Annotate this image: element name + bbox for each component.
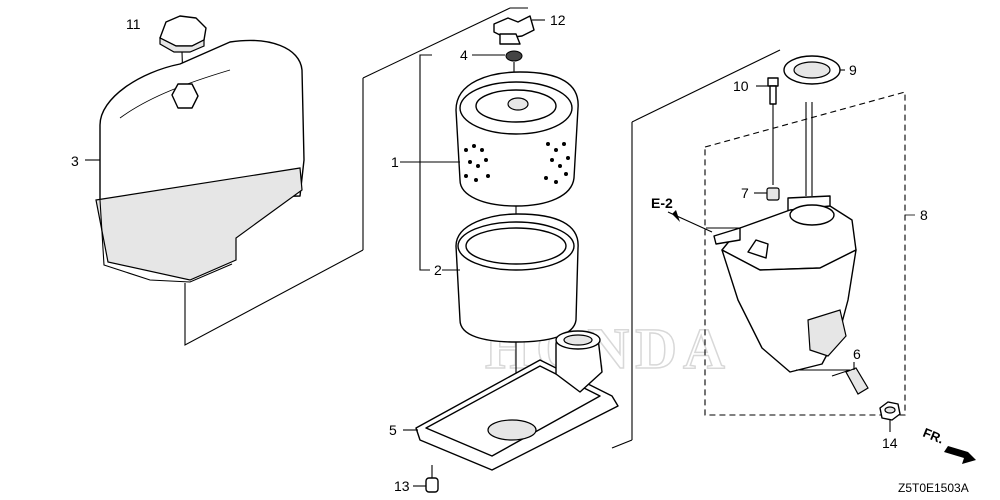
- callout-7: 7: [741, 185, 749, 201]
- part-9-ring: [783, 55, 845, 85]
- callout-8: 8: [920, 207, 928, 223]
- part-5-base: [403, 330, 619, 478]
- part-2-foam: [442, 213, 579, 430]
- callout-12: 12: [550, 12, 566, 28]
- diagram-code: Z5T0E1503A: [898, 481, 969, 495]
- assembly-frame-lines: [184, 7, 915, 449]
- callout-1: 1: [391, 154, 399, 170]
- callout-6: 6: [853, 346, 861, 362]
- direction-label: FR.: [921, 425, 946, 447]
- reference-label: E-2: [651, 195, 673, 211]
- e2-reference-arrow: [667, 210, 713, 233]
- callout-5: 5: [389, 422, 397, 438]
- part-12-wing-nut: [493, 15, 545, 45]
- callout-4: 4: [460, 47, 468, 63]
- callout-9: 9: [849, 62, 857, 78]
- filter-holes: [464, 142, 570, 184]
- callout-10: 10: [733, 78, 749, 94]
- callout-11: 11: [126, 16, 141, 32]
- part-3-cover: [85, 39, 305, 283]
- callout-3: 3: [71, 153, 79, 169]
- callout-14: 14: [882, 435, 898, 451]
- callout-13: 13: [394, 478, 410, 494]
- part-1-filter: [400, 71, 579, 222]
- part-7-collar: [754, 187, 780, 201]
- part-13-pin: [413, 477, 439, 493]
- part-4-seal: [472, 50, 523, 80]
- callout-2: 2: [434, 262, 442, 278]
- fr-direction-arrow: [944, 446, 976, 464]
- part-6-pin: [845, 362, 869, 395]
- part-10-bolt: [756, 77, 779, 185]
- part-14-nut: [879, 401, 901, 432]
